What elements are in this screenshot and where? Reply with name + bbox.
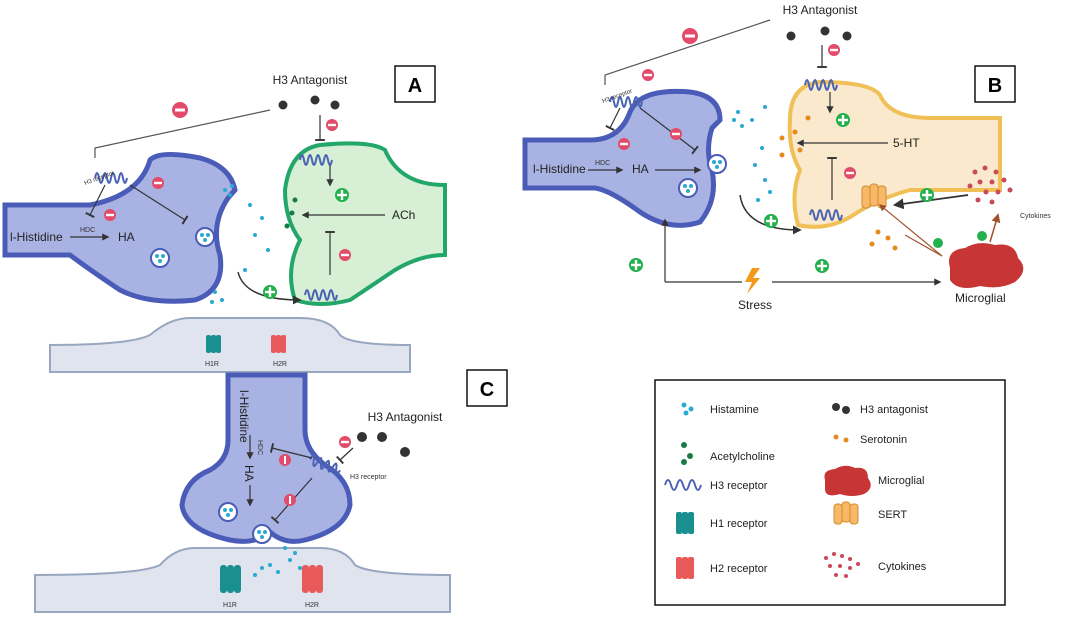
h3-antagonist-icon: [330, 100, 340, 110]
panel-b: H3 Antagonist l-Histidine HDC HA H3 rece…: [522, 3, 1051, 312]
vesicle-icon: [218, 502, 238, 522]
vesicle-icon: [252, 524, 272, 544]
legend-label: H2 receptor: [710, 563, 768, 575]
legend-label: Cytokines: [878, 561, 927, 573]
vesicle-icon: [678, 178, 698, 198]
vesicle-icon: [707, 154, 727, 174]
histamine-cluster: [732, 105, 772, 202]
h3-antagonist-label: H3 Antagonist: [368, 410, 443, 424]
h1-receptor-icon: [206, 335, 221, 353]
antagonist-line-a: [94, 109, 271, 158]
panel-label: B: [988, 75, 1002, 97]
legend-acetylcholine: Acetylcholine: [681, 442, 775, 465]
panel-c: l-Histidine HDC HA H3 Antagonist H3 rece…: [34, 369, 508, 613]
panel-label-box: [466, 369, 508, 407]
h3-antagonist-icon: [377, 432, 387, 442]
h3-antagonist-icon: [820, 26, 830, 36]
h1-receptor-icon: [220, 565, 241, 593]
cytokines-label: Cytokines: [1020, 213, 1051, 220]
legend-cytokines: Cytokines: [824, 552, 927, 578]
legend-label: SERT: [878, 509, 907, 521]
ach-neuron-a: [282, 141, 447, 306]
l-histidine-label: l-Histidine: [10, 230, 63, 244]
panel-label: A: [408, 75, 422, 97]
panel-label: C: [480, 379, 494, 401]
h2-receptor-icon: [271, 335, 286, 353]
legend-label: Microglial: [878, 475, 924, 487]
panel-label-box: [974, 65, 1016, 103]
h3-antagonist-icon: [357, 432, 367, 442]
h3-antagonist-icon: [278, 100, 288, 110]
legend-sert: SERT: [833, 501, 907, 525]
legend-histamine: Histamine: [681, 402, 759, 416]
h2r-label: H2R: [305, 602, 319, 609]
legend-label: H1 receptor: [710, 518, 768, 530]
legend-label: Serotonin: [860, 434, 907, 446]
legend-h1-receptor: H1 receptor: [676, 512, 768, 534]
h3-antagonist-icon: [310, 95, 320, 105]
legend-serotonin: Serotonin: [833, 434, 907, 446]
vesicle-icon: [195, 227, 215, 247]
h1r-label: H1R: [223, 602, 237, 609]
vesicle-icon: [150, 248, 170, 268]
l-histidine-label: l-Histidine: [533, 162, 586, 176]
cytokines-icon: [967, 165, 1013, 205]
sht-label: 5-HT: [893, 136, 920, 150]
hdc-label: HDC: [80, 227, 95, 234]
serotonin-cluster: [779, 115, 898, 251]
postsynaptic-membrane-a: [49, 317, 411, 373]
panel-a: H3 Antagonist l-Histidine HDC HA H3 rece…: [2, 65, 447, 373]
stress-label: Stress: [738, 298, 772, 312]
presynaptic-neuron-c: [179, 372, 353, 544]
h1r-label: H1R: [205, 361, 219, 368]
hdc-label: HDC: [256, 440, 263, 455]
legend-label: H3 receptor: [710, 480, 768, 492]
legend-label: H3 antagonist: [860, 404, 928, 416]
h3-antagonist-label: H3 Antagonist: [273, 73, 348, 87]
serotonin-neuron-b: [787, 79, 1002, 229]
stress-icon: [745, 268, 760, 294]
legend-h3-antagonist: H3 antagonist: [832, 403, 928, 416]
h2-receptor-icon: [302, 565, 323, 593]
acetylcholine-cluster: [284, 197, 298, 229]
plus-icon: [933, 238, 943, 248]
legend-h2-receptor: H2 receptor: [676, 557, 768, 579]
histamine-cluster: [253, 546, 302, 577]
legend-label: Acetylcholine: [710, 451, 775, 463]
postsynaptic-membrane-c: [34, 547, 451, 613]
l-histidine-label: l-Histidine: [237, 390, 251, 443]
h2r-label: H2R: [273, 361, 287, 368]
panel-label-box: [394, 65, 436, 103]
ach-label: ACh: [392, 208, 415, 222]
h3-antagonist-icon: [400, 447, 410, 457]
histamine-cluster: [210, 184, 270, 304]
legend-h3-receptor: H3 receptor: [664, 479, 768, 492]
h3-antagonist-icon: [842, 31, 852, 41]
hdc-label: HDC: [595, 160, 610, 167]
ha-label: HA: [632, 162, 649, 176]
h3-receptor-label: H3 receptor: [350, 474, 387, 481]
ha-label: HA: [242, 465, 256, 482]
microglial-icon: [949, 243, 1024, 288]
sert-icon: [861, 183, 887, 209]
legend-microglial: Microglial: [824, 465, 924, 496]
microglial-label: Microglial: [955, 291, 1006, 305]
presynaptic-neuron-a: [2, 152, 238, 304]
h3-antagonist-icon: [786, 31, 796, 41]
legend: Histamine H3 antagonist Acetylcholine Se…: [654, 379, 1006, 606]
h3-antagonist-label: H3 Antagonist: [783, 3, 858, 17]
legend-label: Histamine: [710, 404, 759, 416]
plus-icon: [977, 231, 987, 241]
presynaptic-neuron-b: [522, 88, 723, 228]
ha-label: HA: [118, 230, 135, 244]
